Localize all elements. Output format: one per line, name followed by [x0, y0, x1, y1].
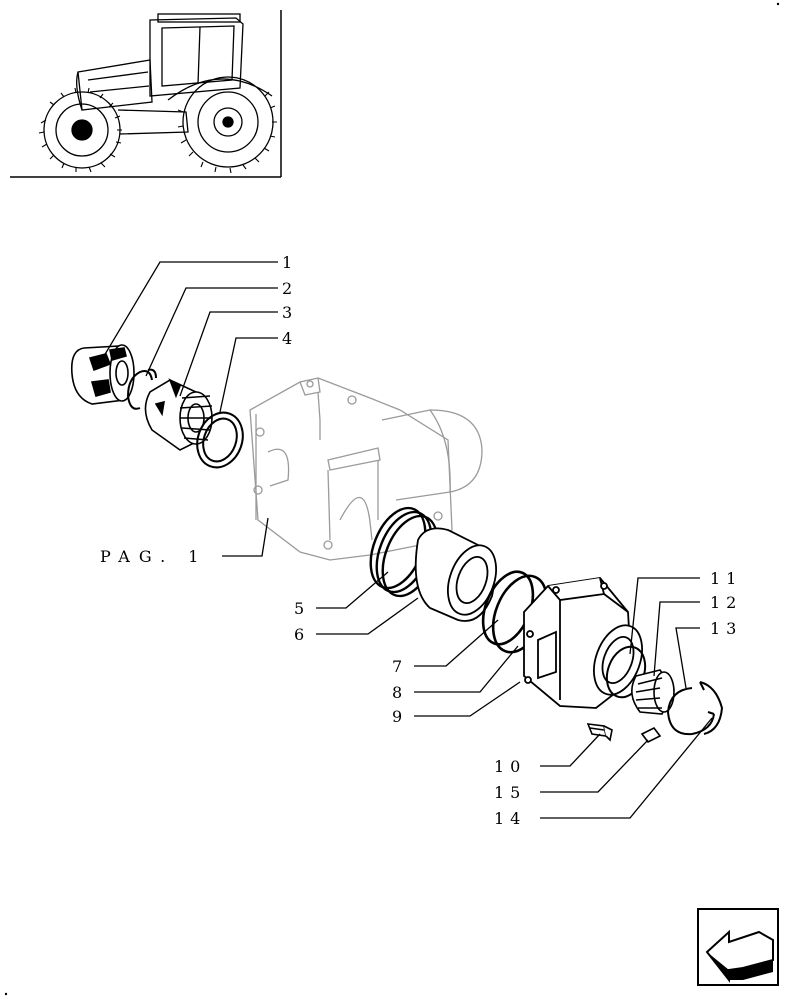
back-nav-button[interactable] — [697, 908, 779, 986]
part-gear-hub — [144, 378, 213, 451]
callout-2: 2 — [282, 279, 298, 298]
part-thrust-washer — [196, 411, 244, 469]
callout-12: 12 — [710, 593, 742, 612]
corner-mark — [4, 992, 8, 996]
part-circlips — [666, 681, 724, 736]
part-key — [640, 726, 662, 744]
part-cover-housing — [523, 577, 643, 709]
page-reference-label: PAG. 1 — [100, 547, 207, 566]
arrow-back-icon — [705, 929, 774, 983]
callout-9: 9 — [392, 707, 408, 726]
callout-labels: 1 2 3 4 PAG. 1 5 6 7 8 9 10 15 14 11 12 … — [100, 253, 742, 828]
part-bolt — [586, 723, 613, 742]
callout-15: 15 — [494, 783, 526, 802]
ghost-housing — [249, 377, 483, 561]
callout-6: 6 — [294, 625, 310, 644]
part-castle-nut — [70, 344, 135, 405]
corner-mark — [776, 2, 780, 6]
part-sleeve — [414, 527, 497, 622]
callout-3: 3 — [282, 303, 298, 322]
leader-lines — [103, 261, 713, 819]
callout-7: 7 — [392, 657, 408, 676]
callout-10: 10 — [494, 757, 526, 776]
part-splined-sleeve — [631, 669, 675, 715]
callout-13: 13 — [710, 619, 742, 638]
tractor-thumbnail — [10, 10, 282, 178]
callout-4: 4 — [282, 329, 298, 348]
callout-5: 5 — [294, 599, 310, 618]
callout-14: 14 — [494, 809, 526, 828]
callout-8: 8 — [392, 683, 408, 702]
callout-11: 11 — [710, 569, 742, 588]
callout-1: 1 — [282, 253, 298, 272]
